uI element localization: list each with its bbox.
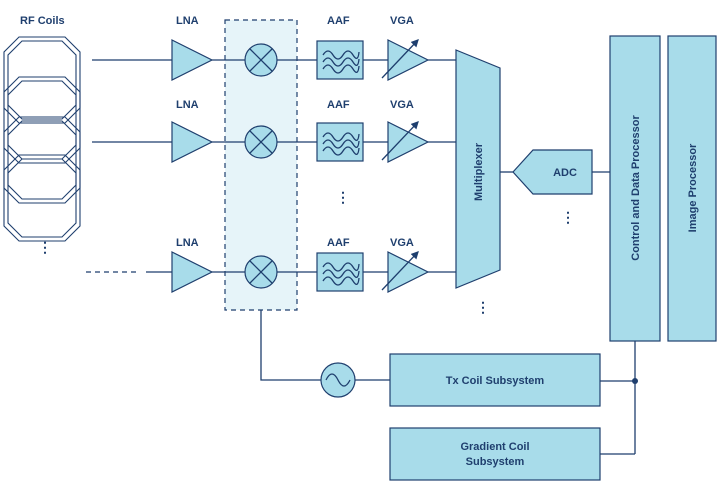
variable-gain-icon [382,40,428,80]
control-processor-label: Control and Data Processor [630,115,642,261]
tx-coil-label: Tx Coil Subsystem [446,375,545,387]
filter-icon [316,122,364,162]
mixer-icon [244,43,278,77]
image-processor-label: Image Processor [687,143,699,232]
image-processor-block [667,35,717,342]
adc-ellipsis: ⋮ [561,209,575,225]
lna-label-3: LNA [176,237,199,249]
coil-icon [3,154,81,242]
mixer-icon [244,255,278,289]
gradient-coil-subsystem-block [389,427,601,481]
control-data-processor-block [609,35,661,342]
aaf-label-3: AAF [327,237,350,249]
lna-label-1: LNA [176,15,199,27]
vga-label-1: VGA [390,15,414,27]
amplifier-icon [171,251,213,293]
variable-gain-icon [382,252,428,292]
rf-coil-array [3,36,81,242]
lna-label-2: LNA [176,99,199,111]
filter-icon [316,252,364,292]
mixer-icon [244,125,278,159]
amplifier-icon [171,39,213,81]
channel-1 [92,40,456,80]
channel-2 [92,122,456,162]
adc-label: ADC [553,167,577,179]
aaf-label-1: AAF [327,15,350,27]
channel-ellipsis: ⋮ [336,189,350,205]
channel-n [86,252,456,292]
filter-icon [316,40,364,80]
tx-coil-subsystem-block [389,353,601,407]
rf-coils-label: RF Coils [20,15,65,27]
multiplexer-block [455,49,501,289]
vga-label-2: VGA [390,99,414,111]
coils-ellipsis: ⋮ [38,239,52,255]
oscillator-icon [320,362,356,398]
vga-label-3: VGA [390,237,414,249]
amplifier-icon [171,121,213,163]
multiplexer-ellipsis: ⋮ [476,299,490,315]
variable-gain-icon [382,122,428,162]
gradient-coil-label-line2: Subsystem [466,456,525,468]
gradient-coil-label-line1: Gradient Coil [460,441,529,453]
lo-wire [260,310,321,381]
aaf-label-2: AAF [327,99,350,111]
multiplexer-label: Multiplexer [473,142,485,201]
control-bus [600,341,638,455]
